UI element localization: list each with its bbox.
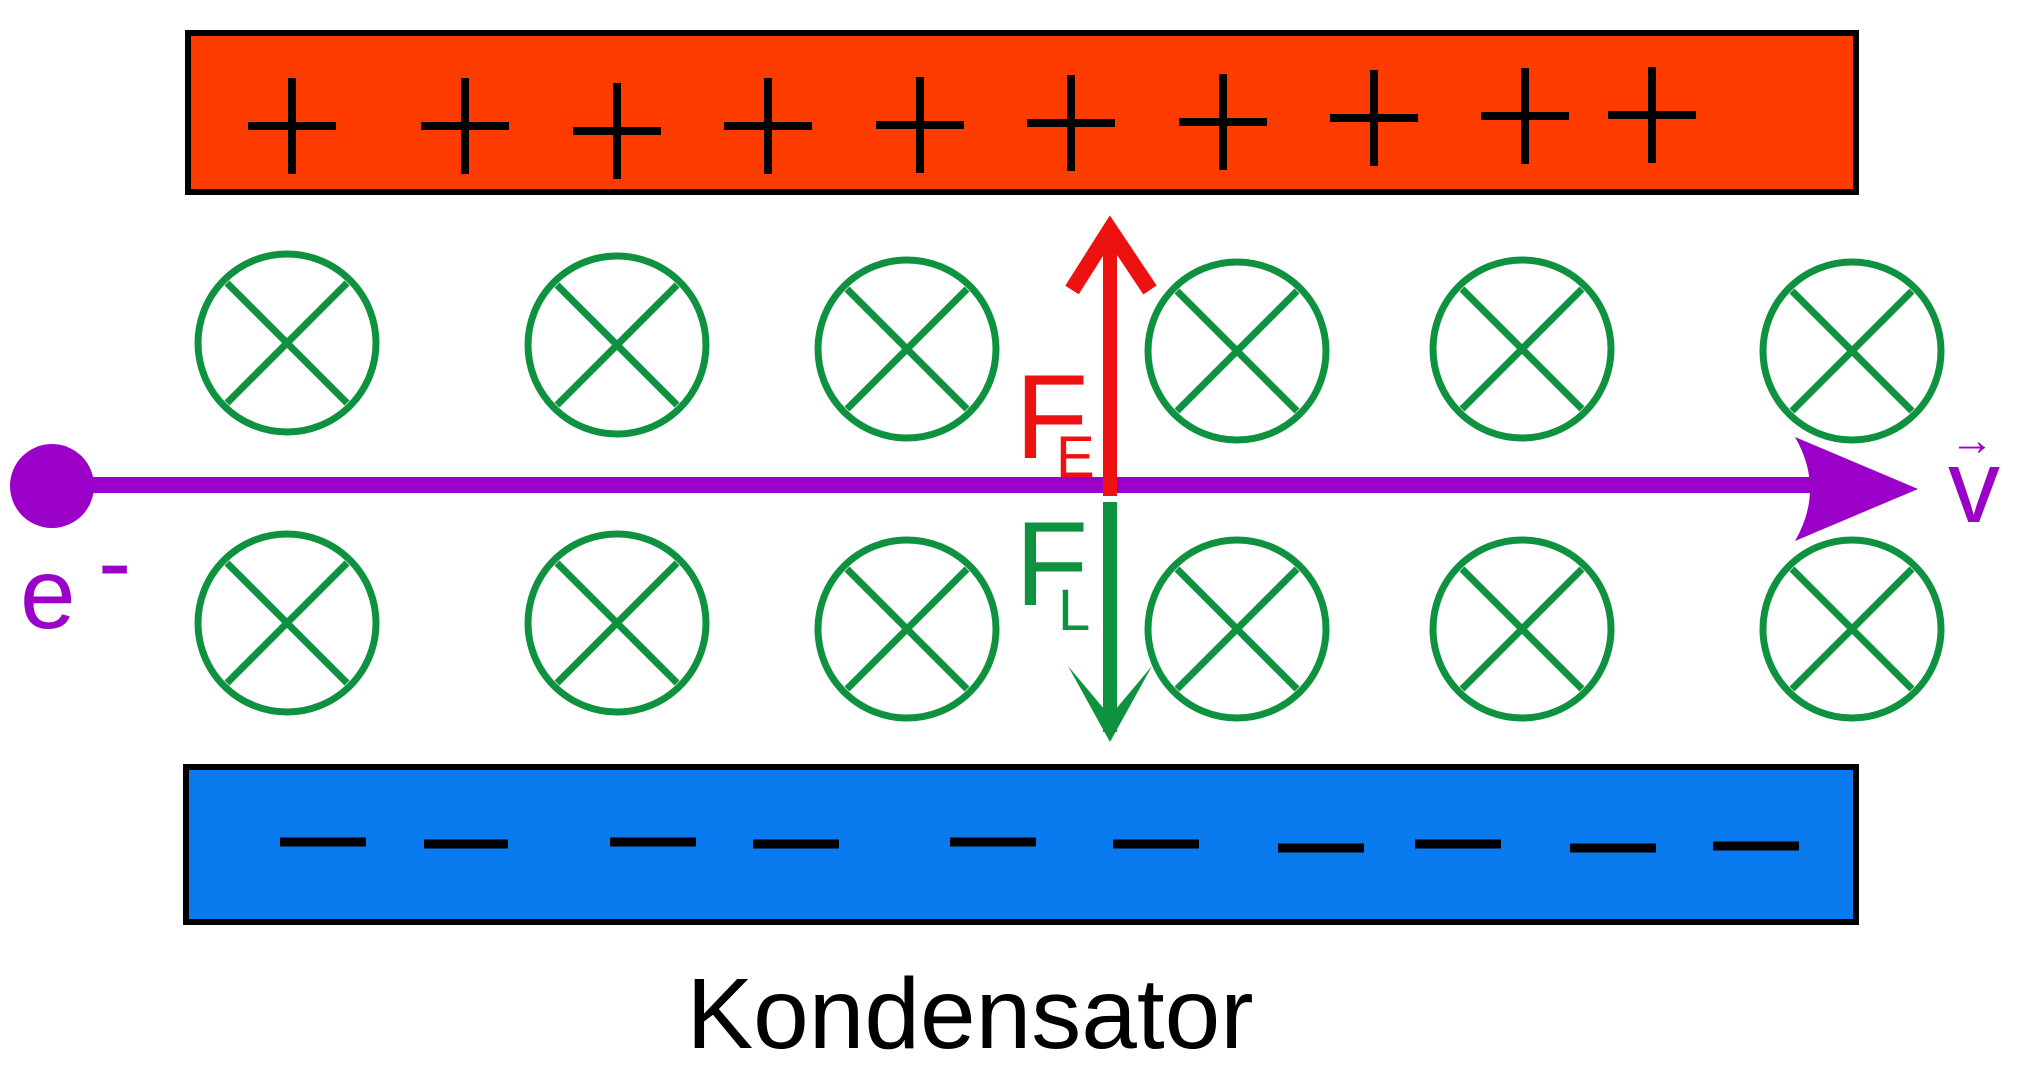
magnetic-field-symbols bbox=[194, 250, 1945, 722]
magnetic-field-into-page-icon bbox=[524, 530, 710, 716]
magnetic-field-into-page-icon bbox=[194, 250, 380, 436]
magnetic-field-into-page-icon bbox=[194, 530, 380, 716]
lorentz-force-arrowhead bbox=[1068, 666, 1152, 742]
electron-symbol: e bbox=[20, 538, 76, 650]
magnetic-field-into-page-icon bbox=[1759, 258, 1945, 444]
velocity-label: v bbox=[1948, 429, 2000, 545]
electric-force-label: F bbox=[1015, 350, 1088, 484]
magnetic-field-into-page-icon bbox=[814, 536, 1000, 722]
plus-sign bbox=[1330, 70, 1418, 166]
minus-signs bbox=[280, 837, 1799, 853]
plus-sign bbox=[876, 77, 964, 173]
plus-sign bbox=[573, 83, 661, 179]
diagram-caption: Kondensator bbox=[686, 958, 1253, 1066]
electric-force-arrowhead bbox=[1065, 215, 1157, 295]
magnetic-field-into-page-icon bbox=[524, 252, 710, 438]
magnetic-field-into-page-icon bbox=[1429, 256, 1615, 442]
positive-plate bbox=[185, 30, 1859, 195]
magnetic-field-into-page-icon bbox=[1144, 536, 1330, 722]
lorentz-force-label: F bbox=[1015, 497, 1088, 631]
plus-sign bbox=[1179, 74, 1267, 170]
electron-dot bbox=[10, 444, 94, 528]
velocity-arrowhead bbox=[1795, 437, 1918, 541]
plus-sign bbox=[1481, 68, 1569, 164]
plus-sign bbox=[1027, 75, 1115, 171]
plus-sign bbox=[1608, 67, 1696, 163]
electric-force-subscript: E bbox=[1056, 425, 1095, 490]
magnetic-field-into-page-icon bbox=[814, 256, 1000, 442]
plus-sign bbox=[724, 78, 812, 174]
plus-signs bbox=[248, 67, 1696, 179]
electron-label: e bbox=[20, 538, 76, 650]
vector-arrow-icon: → bbox=[1950, 416, 1994, 465]
magnetic-field-into-page-icon bbox=[1144, 258, 1330, 444]
plus-sign bbox=[248, 78, 336, 174]
plus-sign bbox=[421, 78, 509, 174]
magnetic-field-into-page-icon bbox=[1759, 536, 1945, 722]
magnetic-field-into-page-icon bbox=[1429, 536, 1615, 722]
lorentz-force-subscript: L bbox=[1058, 578, 1090, 643]
electron-charge: - bbox=[98, 506, 131, 618]
